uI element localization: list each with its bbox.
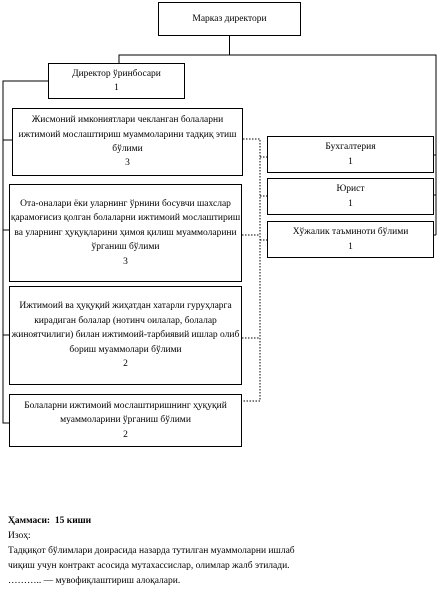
deputy-director-box: Директор ўринбосари 1	[48, 63, 185, 99]
department-box: Жисмоний имкониятлари чекланган болаларн…	[12, 108, 243, 176]
department-title: Болаларни ижтимоий мослаштиришнинг ҳуқуқ…	[24, 400, 227, 426]
total-value: 15 киши	[54, 516, 92, 526]
coordination-line	[242, 138, 261, 402]
department-count: 2	[123, 429, 128, 440]
deputy-to-departments-connector	[2, 80, 48, 424]
department-box: Болаларни ижтимоий мослаштиришнинг ҳуқуқ…	[9, 394, 242, 447]
director-box: Марказ директори	[158, 2, 301, 36]
note-label: Изоҳ:	[8, 531, 31, 541]
department-title: Ижтимоий ва ҳуқуқий жиҳатдан хатарли гур…	[11, 301, 240, 355]
director-to-deputy-connector	[118, 36, 230, 63]
notes-section: Ҳаммаси: 15 киши Изоҳ: Тадқиқот бўлимлар…	[8, 514, 433, 589]
deputy-count: 1	[114, 83, 119, 93]
legend-text: ……….. — мувофиқлаштириш алоқалари.	[8, 576, 181, 586]
director-to-services-connector	[229, 54, 437, 235]
department-count: 2	[123, 359, 128, 370]
total-line: Ҳаммаси: 15 киши	[8, 514, 433, 529]
service-title: Бухгалтерия	[325, 142, 376, 153]
department-count: 3	[125, 158, 130, 169]
service-count: 1	[348, 156, 353, 167]
department-title: Жисмоний имкониятлари чекланган болаларн…	[18, 115, 237, 154]
service-count: 1	[348, 241, 353, 252]
department-box: Ота-оналари ёки уларнинг ўрнини босувчи …	[9, 184, 242, 282]
department-title: Ота-оналари ёки уларнинг ўрнини босувчи …	[10, 198, 241, 253]
service-title: Юрист	[336, 184, 365, 195]
accounting-box: Бухгалтерия 1	[267, 136, 434, 173]
department-count: 3	[123, 256, 128, 267]
note-text: Тадқиқот бўлимлари доирасида назарда тут…	[8, 546, 295, 556]
total-label: Ҳаммаси:	[8, 516, 51, 526]
lawyer-box: Юрист 1	[267, 178, 434, 215]
deputy-title: Директор ўринбосари	[72, 68, 161, 79]
service-count: 1	[348, 198, 353, 209]
household-department-box: Хўжалик таъминоти бўлими 1	[267, 221, 434, 258]
service-title: Хўжалик таъминоти бўлими	[292, 227, 409, 238]
department-box: Ижтимоий ва ҳуқуқий жиҳатдан хатарли гур…	[9, 286, 242, 385]
director-title: Марказ директори	[192, 13, 267, 24]
note-text: чиқиш учун контракт асосида мутахассисла…	[8, 561, 290, 571]
